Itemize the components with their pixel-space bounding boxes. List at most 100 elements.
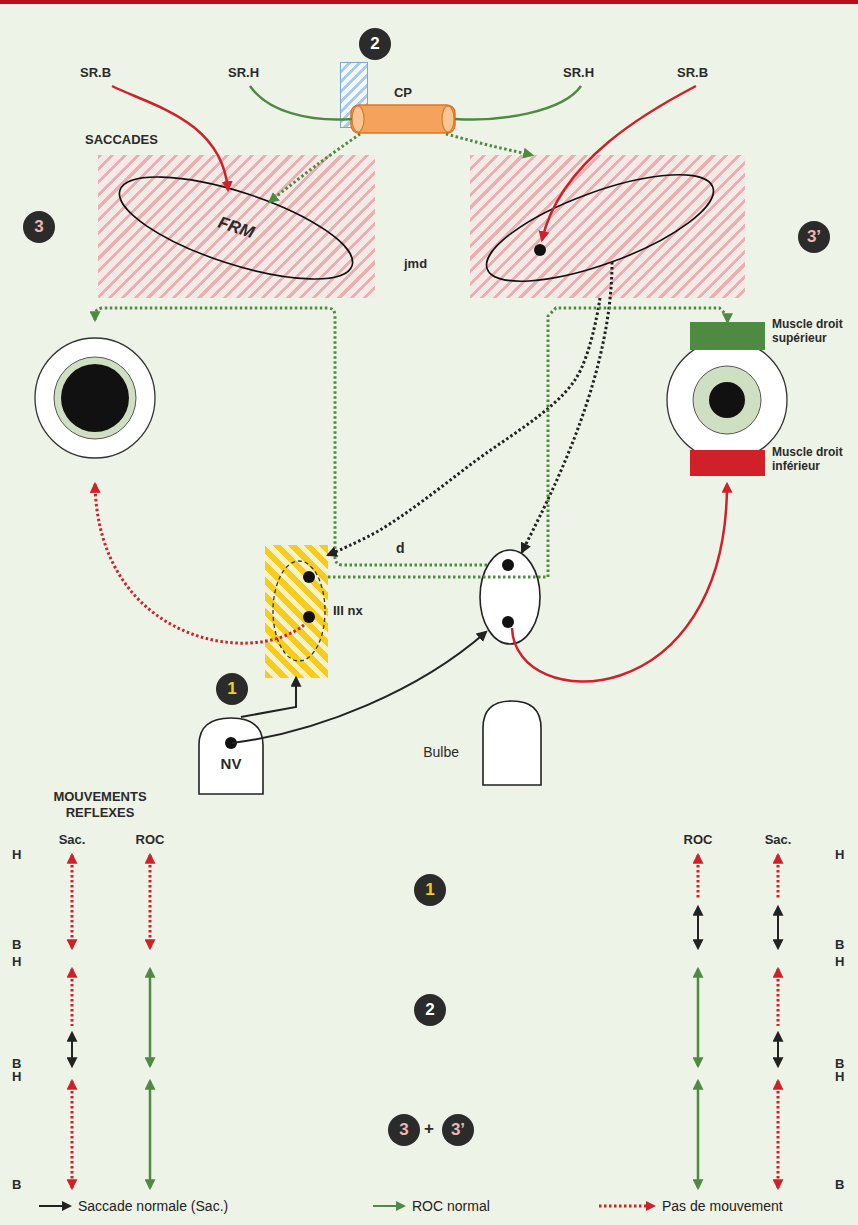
pathway-connector <box>328 308 728 577</box>
eye-pupil <box>61 364 129 432</box>
eye-iris <box>693 366 761 434</box>
legend-text: ROC normal <box>412 1198 490 1214</box>
eye-pupil <box>709 382 745 418</box>
tube-body <box>351 105 455 133</box>
legend-line <box>39 1205 64 1207</box>
plus-sign: + <box>424 1119 434 1139</box>
frm-ellipse: FRM <box>113 174 359 282</box>
saccade-region: 3FRM <box>98 155 375 298</box>
callout-number: 2 <box>359 28 391 60</box>
node-shape <box>482 700 542 786</box>
movement-arrow <box>71 1033 73 1066</box>
movement-arrow <box>777 1081 780 1188</box>
neuron-dot <box>502 616 514 628</box>
movement-arrow <box>697 855 700 900</box>
legend-item: Saccade normale (Sac.) <box>38 1198 228 1214</box>
direction-letter: H <box>12 1069 21 1085</box>
movement-arrow <box>777 1033 779 1066</box>
structure-label: III nx <box>333 603 363 619</box>
direction-letter: B <box>835 1177 844 1193</box>
tube-end <box>442 106 454 132</box>
movement-arrow <box>697 907 699 948</box>
legend-item: ROC normal <box>372 1198 490 1214</box>
direction-letter: H <box>835 1069 844 1085</box>
legend-item: Pas de mouvement <box>598 1198 783 1214</box>
legend-sample <box>598 1199 656 1213</box>
callout-number: 1 <box>414 874 446 906</box>
column-heading: Sac. <box>52 832 92 848</box>
legend-arrowhead <box>646 1201 656 1211</box>
input-label: SR.B <box>677 65 708 81</box>
pathway-arrow <box>522 262 612 552</box>
movement-arrow <box>697 969 700 1066</box>
movement-arrow <box>71 1081 74 1188</box>
node-shape <box>470 155 745 298</box>
legend-text: Pas de mouvement <box>662 1198 783 1214</box>
movement-arrow <box>777 907 779 948</box>
pathway-arrow <box>95 484 304 643</box>
legend-sample <box>38 1199 72 1213</box>
structure-label: Bulbe <box>413 744 459 761</box>
neuron-dot <box>502 559 514 571</box>
legend-arrowhead <box>62 1201 72 1211</box>
movement-arrow <box>777 855 780 900</box>
direction-letter: H <box>12 847 21 863</box>
neuron-dot <box>303 611 315 623</box>
node-shape <box>350 104 456 134</box>
muscle-label: Muscle droit supérieur <box>772 318 848 346</box>
structure-label: FRM <box>116 180 356 275</box>
section-heading: SACCADES <box>85 132 158 148</box>
column-heading: ROC <box>678 832 718 848</box>
movement-arrow <box>777 969 780 1026</box>
direction-letter: B <box>12 1177 21 1193</box>
callout-number: 1 <box>216 673 248 705</box>
eye-globe <box>35 338 155 458</box>
column-heading: Sac. <box>758 832 798 848</box>
top-rule <box>0 0 858 4</box>
legend-text: Saccade normale (Sac.) <box>78 1198 228 1214</box>
input-line <box>250 86 352 120</box>
bulb-outline: Bulbe <box>482 700 542 786</box>
movement-arrow <box>149 855 152 948</box>
pathway-arrow <box>95 308 502 565</box>
dashed-outline <box>273 561 325 661</box>
direction-letter: H <box>835 847 844 863</box>
direction-letter: H <box>12 954 21 970</box>
column-heading: ROC <box>130 832 170 848</box>
pathway-arrow <box>232 632 486 743</box>
eye-globe <box>667 340 787 460</box>
legend-arrowhead <box>396 1201 406 1211</box>
tube-end <box>352 106 364 132</box>
input-arrow <box>542 86 696 240</box>
oculomotor-nucleus: 1III nx <box>265 545 328 678</box>
structure-label: NV <box>198 755 264 773</box>
movement-arrow <box>71 969 74 1026</box>
ellipse-outline <box>475 153 725 303</box>
movement-arrow <box>149 969 152 1066</box>
pathway-connector <box>270 134 360 202</box>
muscle-block: Muscle droit inférieur <box>690 450 765 476</box>
node-shape <box>265 545 328 678</box>
brainstem-outline <box>199 718 263 794</box>
structure-label: CP <box>350 85 456 101</box>
pathway-connector <box>328 298 600 555</box>
posterior-commissure: CP <box>350 104 456 134</box>
callout-number: 2 <box>414 994 446 1026</box>
input-line <box>455 86 581 120</box>
legend-sample <box>372 1199 406 1213</box>
region-label: jmd <box>404 256 427 272</box>
neuron-dot <box>303 571 315 583</box>
vestibular-nucleus: NV <box>198 717 264 795</box>
legend-line <box>599 1205 648 1208</box>
section-heading: MOUVEMENTS REFLEXES <box>40 789 160 820</box>
eye-iris <box>54 357 136 439</box>
movement-arrow <box>71 855 74 948</box>
saccade-region: 3’ <box>470 155 745 298</box>
region-label: d <box>396 540 405 557</box>
pathway-connector <box>241 678 296 717</box>
